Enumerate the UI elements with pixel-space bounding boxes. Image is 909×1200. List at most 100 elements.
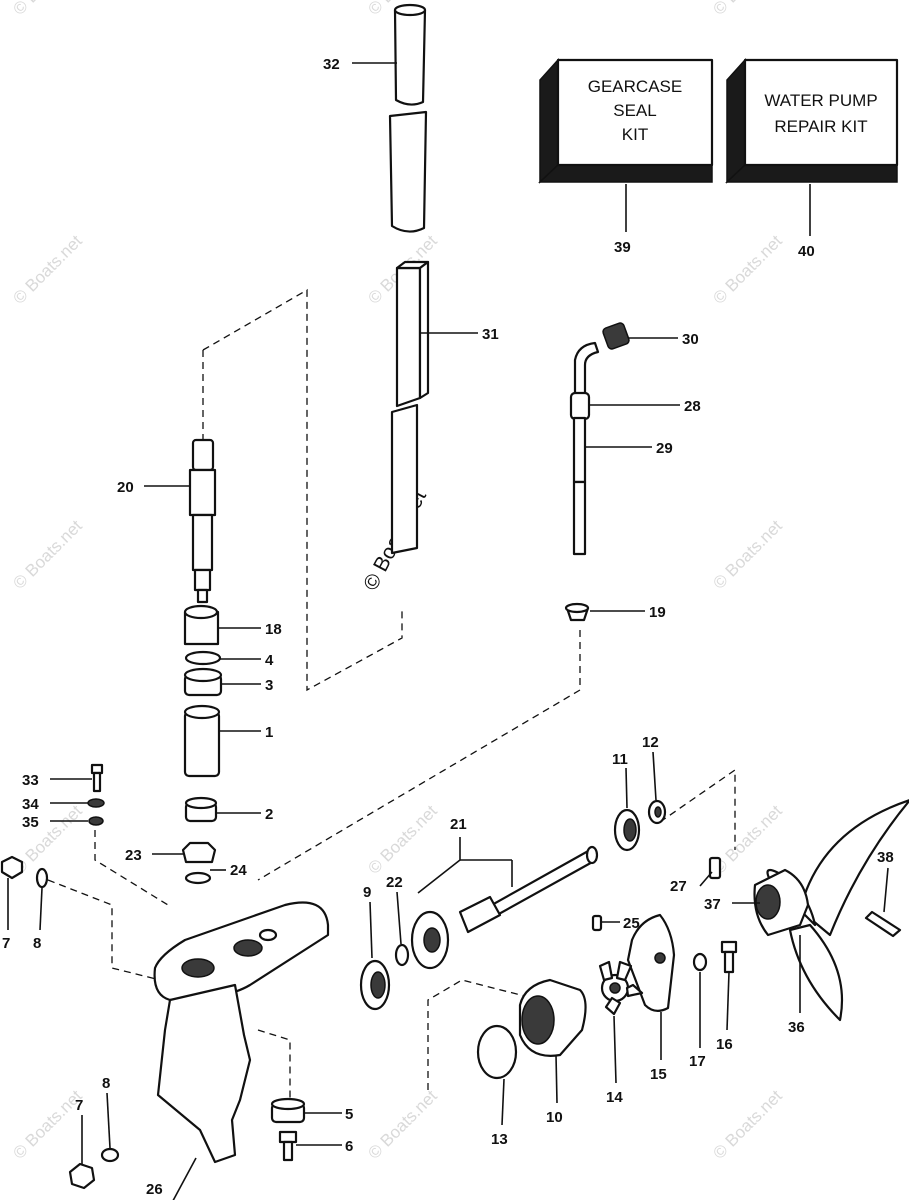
callout-labels: 32 31 30 28 29 20 19 18 4 3 1 33 34 35 2… xyxy=(2,56,894,1198)
callout-label: 15 xyxy=(650,1066,667,1083)
watermark: © Boats.net xyxy=(9,0,86,19)
impeller xyxy=(598,960,644,1016)
callout-label: 17 xyxy=(689,1053,706,1070)
gasket-lower xyxy=(100,1147,120,1163)
kit-title-line: WATER PUMP xyxy=(764,91,877,110)
watermark: © Boats.net xyxy=(364,1086,441,1163)
bushing xyxy=(183,604,220,646)
forward-gear xyxy=(410,910,450,970)
callout-label: 4 xyxy=(265,652,274,669)
kit-title-line: REPAIR KIT xyxy=(774,117,867,136)
watermark: © Boats.net xyxy=(364,801,441,878)
screw-16 xyxy=(720,940,738,974)
callout-label: 10 xyxy=(546,1109,563,1126)
callout-label: 3 xyxy=(265,677,273,694)
callout-label: 16 xyxy=(716,1036,733,1053)
callout-label: 8 xyxy=(102,1075,110,1092)
callout-label: 39 xyxy=(614,239,631,256)
callout-label: 26 xyxy=(146,1181,163,1198)
cotter-pin xyxy=(864,910,902,938)
thrust-washer-22 xyxy=(394,943,410,967)
callout-label: 37 xyxy=(704,896,721,913)
water-tube-upper xyxy=(388,3,428,233)
driveshaft-housing-tube xyxy=(390,260,430,555)
washer-34 xyxy=(87,798,105,808)
leader-lines xyxy=(7,62,889,1200)
seal-12 xyxy=(647,799,667,825)
callout-label: 5 xyxy=(345,1106,353,1123)
watermark: © Boats.net xyxy=(9,516,86,593)
bushing-5 xyxy=(270,1097,306,1124)
pin-27 xyxy=(708,856,722,880)
grommet xyxy=(564,602,590,622)
gearcase-seal-kit: GEARCASE SEAL KIT xyxy=(538,58,714,184)
callout-label: 19 xyxy=(649,604,666,621)
callout-label: 12 xyxy=(642,734,659,751)
callout-label: 8 xyxy=(33,935,41,952)
pin-25 xyxy=(591,914,603,932)
bearing-upper xyxy=(183,667,223,697)
callout-label: 33 xyxy=(22,772,39,789)
bearing-9 xyxy=(359,959,391,1011)
callout-label: 23 xyxy=(125,847,142,864)
callout-label: 6 xyxy=(345,1138,353,1155)
o-ring xyxy=(476,1024,518,1080)
pinion-retainer xyxy=(184,871,212,885)
callout-label: 2 xyxy=(265,806,273,823)
pinion-gear xyxy=(181,841,217,864)
washer-35 xyxy=(88,816,104,826)
callout-label: 11 xyxy=(612,751,628,768)
watermark: © Boats.net xyxy=(709,516,786,593)
watermark: © Boats.net xyxy=(709,231,786,308)
kit-title-line: SEAL xyxy=(613,101,656,120)
propeller-shaft xyxy=(458,845,599,934)
callout-label: 38 xyxy=(877,849,894,866)
gasket-upper xyxy=(35,867,49,889)
watermark: © Boats.net xyxy=(709,1086,786,1163)
callout-label: 27 xyxy=(670,878,687,895)
driveshaft xyxy=(188,438,217,604)
assembly-guides xyxy=(47,288,736,1098)
callout-label: 35 xyxy=(22,814,39,831)
plug-upper xyxy=(0,855,24,880)
callout-label: 25 xyxy=(623,915,640,932)
callout-label: 31 xyxy=(482,326,499,343)
callout-label: 14 xyxy=(606,1089,623,1106)
callout-label: 40 xyxy=(798,243,815,260)
drive-housing xyxy=(183,704,221,778)
callout-label: 30 xyxy=(682,331,699,348)
screw-33 xyxy=(90,763,104,793)
callout-label: 9 xyxy=(363,884,371,901)
watermark: © Boats.net xyxy=(9,231,86,308)
callout-label: 13 xyxy=(491,1131,508,1148)
callout-label: 18 xyxy=(265,621,282,638)
kit-title-line: GEARCASE xyxy=(588,77,682,96)
callout-label: 22 xyxy=(386,874,403,891)
callout-label: 7 xyxy=(2,935,10,952)
gearcase xyxy=(153,901,330,1164)
callout-label: 1 xyxy=(265,724,273,741)
plug-lower xyxy=(68,1162,96,1190)
callout-label: 32 xyxy=(323,56,340,73)
impeller-housing xyxy=(626,913,676,1012)
callout-label: 24 xyxy=(230,862,247,879)
propeller xyxy=(753,799,909,1022)
callout-label: 34 xyxy=(22,796,39,813)
callout-label: 21 xyxy=(450,816,467,833)
water-pump-repair-kit: WATER PUMP REPAIR KIT xyxy=(725,58,899,184)
retaining-ring xyxy=(184,650,222,666)
callout-label: 7 xyxy=(75,1097,83,1114)
bearing-11 xyxy=(613,808,641,852)
callout-label: 29 xyxy=(656,440,673,457)
callout-label: 36 xyxy=(788,1019,805,1036)
watermark: © Boats.net xyxy=(709,0,786,19)
bearing-lower xyxy=(184,796,218,823)
kit-title-line: KIT xyxy=(622,125,648,144)
water-tube-assembly xyxy=(569,322,630,556)
callout-label: 28 xyxy=(684,398,701,415)
water-pump-base xyxy=(518,978,587,1057)
screw-6 xyxy=(278,1130,298,1162)
washer-17 xyxy=(692,952,708,972)
callout-label: 20 xyxy=(117,479,134,496)
